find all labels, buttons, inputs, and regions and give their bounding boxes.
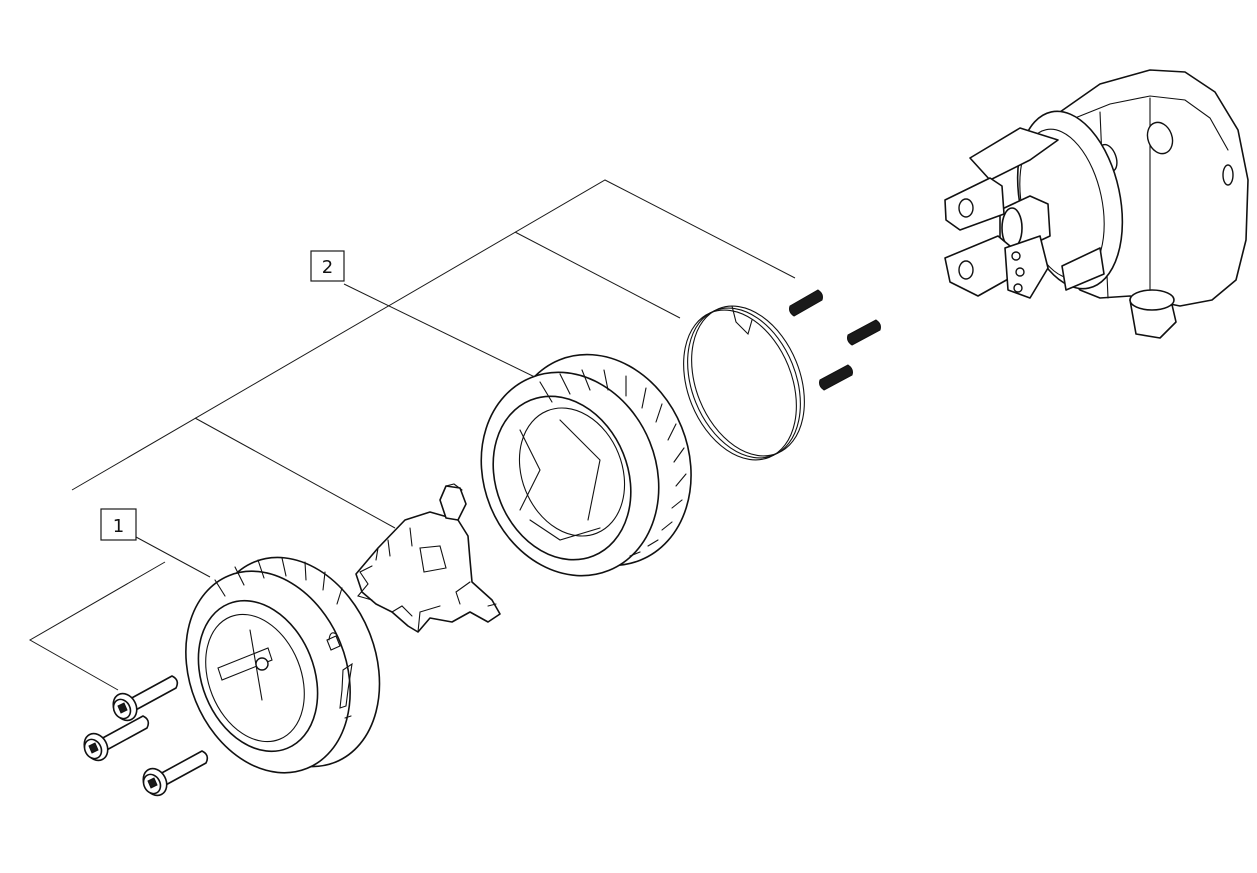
callout-2-box	[310, 250, 345, 282]
leader-1-collar	[135, 536, 211, 578]
leader-lines	[28, 179, 796, 691]
gear-head-housing	[944, 69, 1249, 339]
screw-1	[112, 675, 179, 722]
clutch-adapter	[355, 483, 501, 633]
callout-2: 2	[310, 250, 345, 282]
callout-2-label: 2	[322, 257, 333, 278]
knurled-ring	[480, 353, 692, 577]
screw-3	[142, 750, 209, 797]
callout-1-box	[100, 508, 137, 541]
leader-2-adapter	[194, 417, 396, 529]
callout-1-label: 1	[113, 516, 124, 537]
leader-2-main	[71, 179, 796, 491]
leader-2-ring	[343, 283, 546, 383]
front-collar	[185, 556, 381, 774]
callout-1: 1	[100, 508, 137, 541]
leader-1-screws	[28, 561, 166, 691]
pin-1	[789, 289, 823, 317]
pin-3	[819, 364, 853, 391]
pin-2	[847, 319, 881, 346]
leader-2-pins-spur	[514, 231, 681, 319]
torsion-spring	[683, 305, 805, 461]
screw-2	[83, 715, 150, 762]
